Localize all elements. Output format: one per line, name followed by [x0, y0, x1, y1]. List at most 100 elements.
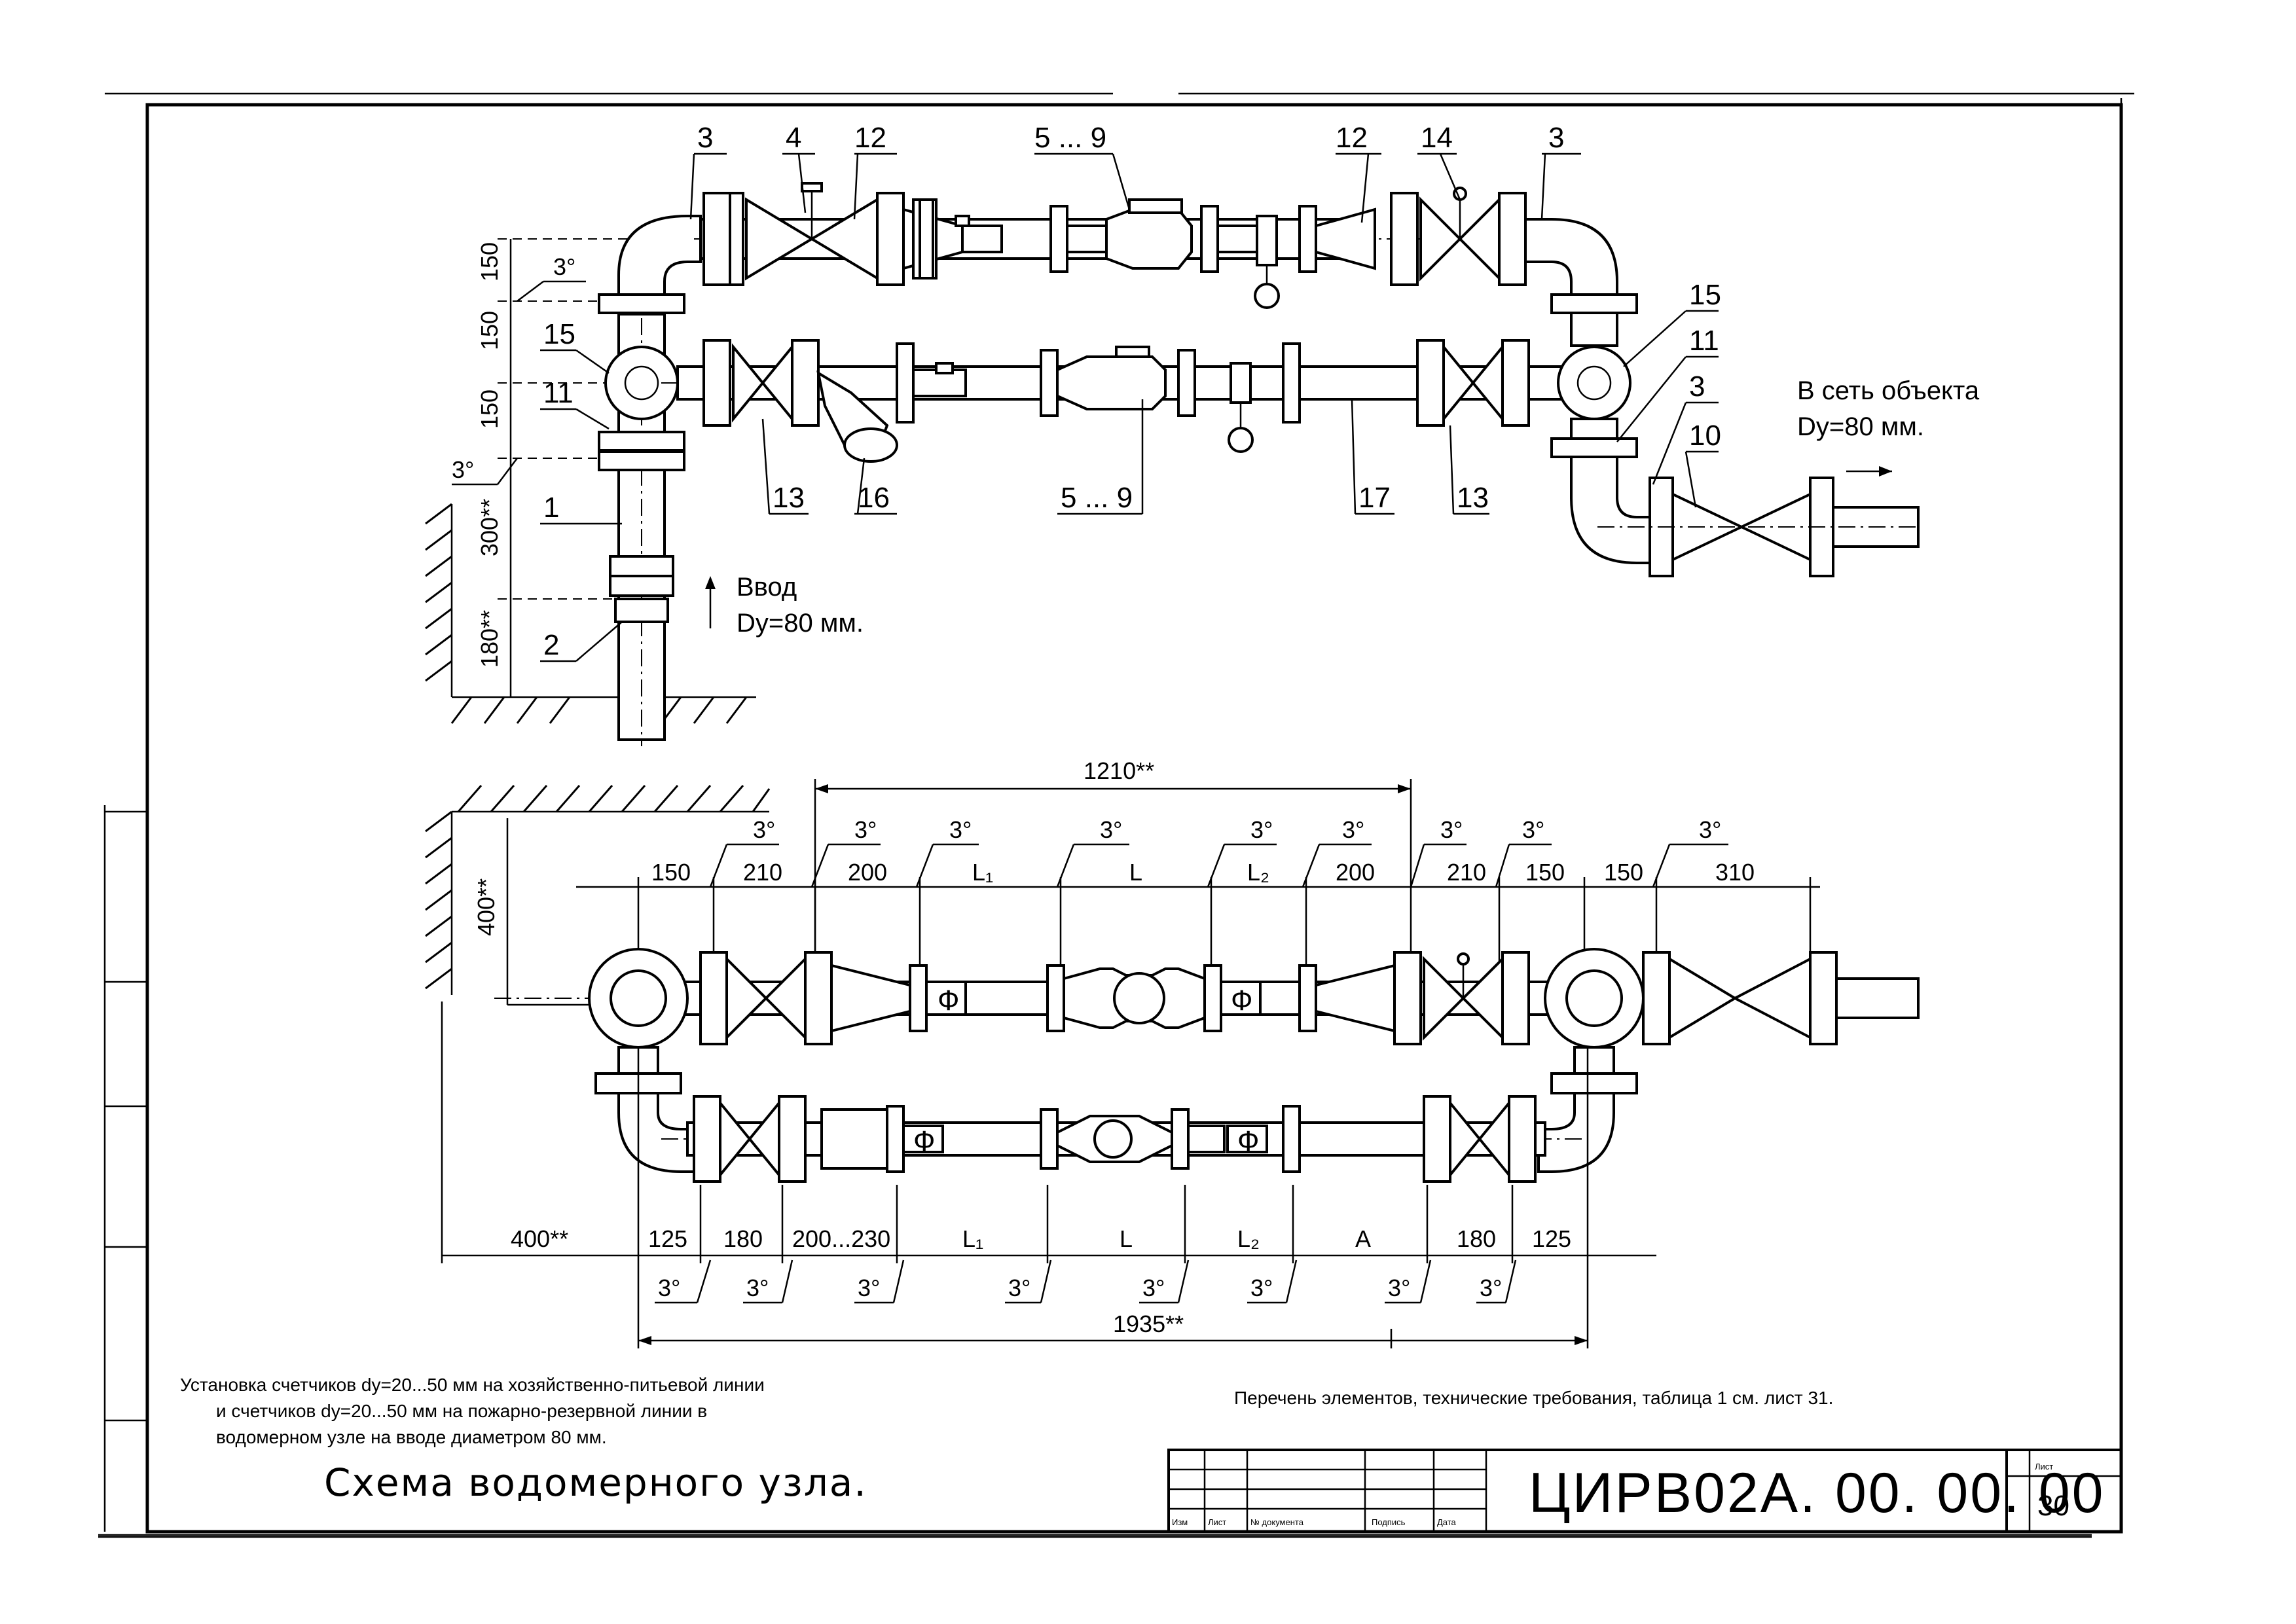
top-slope-5: 3°: [1250, 816, 1273, 843]
col-izm: Изм: [1172, 1517, 1188, 1527]
callout-3-left: 3: [697, 122, 713, 154]
top-slope-9: 3°: [1699, 816, 1721, 843]
dim-300: 300**: [476, 499, 503, 556]
top-dim-6: L₂: [1247, 859, 1269, 886]
top-dim-1: 150: [651, 859, 691, 886]
callout-12-right: 12: [1336, 122, 1368, 154]
bottom-dim-extensions: [441, 1001, 1589, 1348]
callout-3-outlet: 3: [1689, 370, 1705, 403]
bottom-dim-2: 125: [648, 1225, 687, 1252]
top-slope-1: 3°: [753, 816, 775, 843]
note-right: Перечень элементов, технические требован…: [1234, 1388, 1833, 1408]
callout-11-right: 11: [1689, 325, 1719, 357]
dim-180: 180**: [476, 610, 503, 668]
callout-3-right: 3: [1548, 122, 1564, 154]
bottom-slope-7: 3°: [1388, 1274, 1410, 1301]
callout-16: 16: [858, 482, 890, 514]
callout-15-left: 15: [543, 318, 575, 350]
sheet-label: Лист: [2035, 1462, 2053, 1471]
top-dim-5: L: [1129, 859, 1142, 886]
top-dim-10: 150: [1604, 859, 1643, 886]
top-slope-3: 3°: [949, 816, 972, 843]
inlet-label-line1: Ввод: [737, 573, 797, 602]
bottom-slopes: 3° 3° 3° 3° 3° 3° 3° 3°: [658, 1274, 1502, 1301]
top-slope-6: 3°: [1342, 816, 1364, 843]
upper-left-dims: 150 150 150 300** 180**: [476, 242, 503, 668]
top-slope-7: 3°: [1440, 816, 1463, 843]
callout-14: 14: [1421, 122, 1453, 154]
drawing-title: Схема водомерного узла.: [324, 1460, 867, 1505]
col-signature: Подпись: [1372, 1517, 1406, 1527]
upper-scheme: 150 150 150 300** 180** 3° 3°: [425, 122, 1980, 746]
top-dim-7: 200: [1336, 859, 1375, 886]
top-slope-4: 3°: [1100, 816, 1122, 843]
dim-1210: 1210**: [1084, 757, 1154, 784]
col-doc-number: № документа: [1250, 1517, 1304, 1527]
phi-symbol-3: Ф: [913, 1125, 935, 1157]
outlet-label-line2: Dy=80 мм.: [1797, 412, 1924, 441]
callout-13-left: 13: [773, 482, 805, 514]
dim-150-c: 150: [476, 389, 503, 429]
bottom-dim-1: 400**: [511, 1225, 568, 1252]
callout-2: 2: [543, 629, 559, 661]
callout-15-right: 15: [1689, 279, 1721, 311]
dim-400-vertical: 400**: [473, 878, 500, 936]
top-dim-9: 150: [1525, 859, 1565, 886]
dim-150-b: 150: [476, 311, 503, 350]
top-dim-11: 310: [1715, 859, 1755, 886]
callout-5-9-bottom: 5 ... 9: [1061, 482, 1133, 514]
sheet-number: 30: [2037, 1490, 2069, 1522]
slope-mark-bottom: 3°: [452, 456, 474, 483]
top-dim-2: 210: [743, 859, 782, 886]
upper-callouts: 3 4 12 5 ... 9 12 14 3 15 15 11 11 3 10 …: [543, 122, 1721, 661]
callout-11-left: 11: [543, 377, 574, 409]
top-dim-3: 200: [848, 859, 887, 886]
bottom-dim-6: L: [1120, 1225, 1133, 1252]
callout-13-right: 13: [1457, 482, 1489, 514]
document-code: ЦИРВ02А. 00. 00. 00: [1529, 1462, 2105, 1525]
phi-symbol-4: Ф: [1237, 1125, 1259, 1157]
title-block: Изм Лист № документа Подпись Дата ЦИРВ02…: [1167, 1449, 2123, 1533]
bottom-slope-4: 3°: [1008, 1274, 1030, 1301]
callout-10: 10: [1689, 420, 1721, 452]
sheet-frame: [98, 92, 2134, 1538]
bottom-dims: 400** 125 180 200...230 L₁ L L₂ A 180 12…: [511, 1225, 1571, 1252]
bottom-dim-9: 180: [1457, 1225, 1496, 1252]
top-slope-8: 3°: [1522, 816, 1544, 843]
callout-17: 17: [1358, 482, 1391, 514]
bottom-dim-7: L₂: [1237, 1225, 1260, 1252]
note-left-line1: Установка счетчиков dy=20...50 мм на хоз…: [180, 1375, 765, 1395]
callout-5-9-top: 5 ... 9: [1034, 122, 1106, 154]
dim-150-a: 150: [476, 242, 503, 281]
callout-4: 4: [786, 122, 801, 154]
callout-12-left: 12: [854, 122, 886, 154]
col-date: Дата: [1437, 1517, 1457, 1527]
col-list: Лист: [1208, 1517, 1226, 1527]
outlet-label-line1: В сеть объекта: [1797, 376, 1980, 405]
bottom-slope-5: 3°: [1142, 1274, 1165, 1301]
bottom-slope-2: 3°: [746, 1274, 769, 1301]
bottom-slope-3: 3°: [858, 1274, 880, 1301]
bottom-dim-5: L₁: [962, 1225, 983, 1252]
dim-1935: 1935**: [1113, 1310, 1184, 1337]
bottom-dim-4: 200...230: [792, 1225, 890, 1252]
phi-symbol-2: Ф: [1231, 984, 1252, 1017]
bottom-slope-1: 3°: [658, 1274, 680, 1301]
lower-scheme: 400** 1210** 150 210 200 L₁ L: [425, 757, 1920, 1348]
note-left-line2: и счетчиков dy=20...50 мм на пожарно-рез…: [216, 1401, 707, 1421]
slope-mark-top: 3°: [553, 253, 575, 280]
bottom-slope-6: 3°: [1250, 1274, 1273, 1301]
bottom-dim-3: 180: [723, 1225, 763, 1252]
phi-symbol-1: Ф: [938, 984, 959, 1017]
inlet-label-line2: Dy=80 мм.: [737, 609, 864, 638]
notes: Установка счетчиков dy=20...50 мм на хоз…: [180, 1375, 1833, 1505]
top-dim-8: 210: [1447, 859, 1486, 886]
bottom-dim-8: A: [1355, 1225, 1371, 1252]
top-dim-4: L₁: [972, 859, 993, 886]
callout-1: 1: [543, 492, 559, 524]
top-slopes: 3° 3° 3° 3° 3° 3° 3° 3° 3°: [753, 816, 1721, 843]
bottom-slope-8: 3°: [1480, 1274, 1502, 1301]
note-left-line3: водомерном узле на вводе диаметром 80 мм…: [216, 1427, 607, 1447]
